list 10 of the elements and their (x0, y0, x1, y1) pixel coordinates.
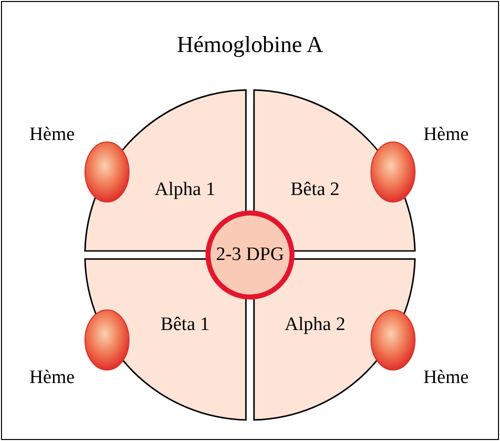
heme-label: Hème (423, 367, 469, 389)
heme-label: Hème (423, 124, 469, 146)
molecule-label: 2-3 DPG (216, 244, 284, 266)
subunit-label: Bêta 2 (290, 178, 340, 201)
title: Hémoglobine A (176, 32, 324, 58)
subunit-label: Bêta 1 (160, 314, 210, 336)
heme-label: Hème (29, 367, 75, 389)
subunit-label: Alpha 1 (154, 178, 216, 201)
heme-label: Hème (29, 124, 75, 146)
subunit-label: Alpha 2 (284, 314, 346, 336)
